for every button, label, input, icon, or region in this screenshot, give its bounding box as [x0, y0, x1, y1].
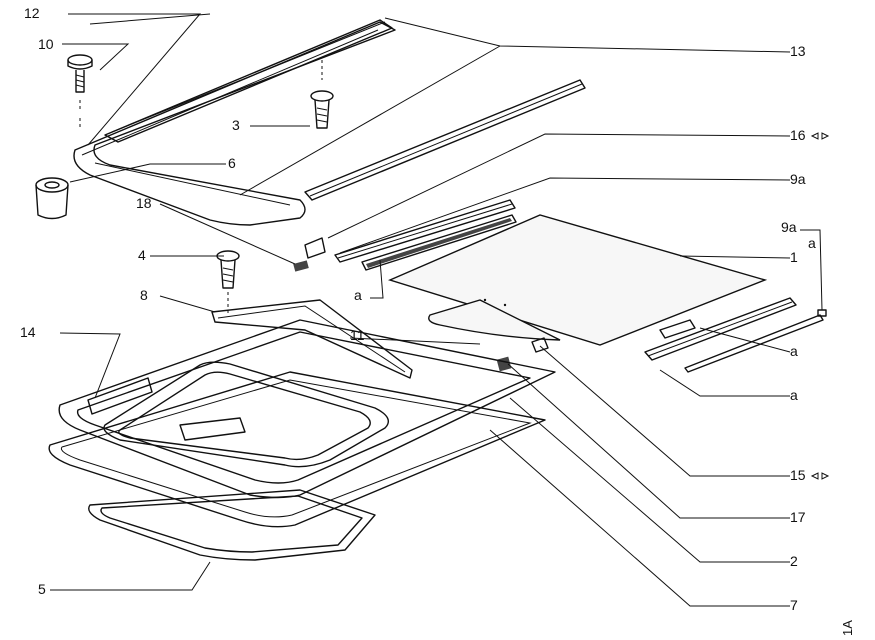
label-9a-right: 9a [781, 219, 797, 235]
label-16: 16 [790, 127, 806, 143]
arrow-marks [810, 132, 830, 480]
seal-5 [88, 489, 376, 561]
label-12: 12 [24, 5, 40, 21]
screw-3 [310, 60, 334, 129]
leader-lines [50, 13, 823, 607]
label-4: 4 [138, 247, 146, 263]
side-rail-upper [304, 79, 586, 201]
drawing-code: 1A [840, 620, 855, 636]
label-a-4: a [790, 387, 798, 403]
label-14: 14 [20, 324, 36, 340]
label-6: 6 [228, 155, 236, 171]
label-13: 13 [790, 43, 806, 59]
label-a-3: a [790, 343, 798, 359]
screw-10 [67, 54, 93, 128]
label-10: 10 [38, 36, 54, 52]
label-5: 5 [38, 581, 46, 597]
lower-frame [58, 319, 556, 499]
rail-9a-upper [334, 199, 517, 271]
slider-15 [531, 337, 549, 353]
clip-18 [293, 260, 309, 272]
screw-4 [216, 250, 240, 315]
label-9a-top: 9a [790, 171, 806, 187]
part-labels: 12 10 13 3 16 6 9a 18 9a a 4 1 a 8 14 11… [20, 5, 855, 636]
label-7: 7 [790, 597, 798, 613]
bar-8 [211, 299, 413, 379]
label-3: 3 [232, 117, 240, 133]
rail-9a-right [644, 297, 827, 373]
label-8: 8 [140, 287, 148, 303]
bush-6 [35, 177, 69, 220]
roof-panel-upper [73, 19, 396, 226]
label-11: 11 [350, 327, 365, 343]
glass-panel-1 [387, 214, 768, 346]
label-1: 1 [790, 249, 798, 265]
label-a-2: a [354, 287, 362, 303]
seal-7 [48, 371, 546, 528]
label-17: 17 [790, 509, 806, 525]
label-a-1: a [808, 235, 816, 251]
guide-16 [304, 237, 326, 259]
label-15: 15 [790, 467, 806, 483]
label-18: 18 [136, 195, 152, 211]
spring-17 [496, 356, 512, 372]
label-2: 2 [790, 553, 798, 569]
